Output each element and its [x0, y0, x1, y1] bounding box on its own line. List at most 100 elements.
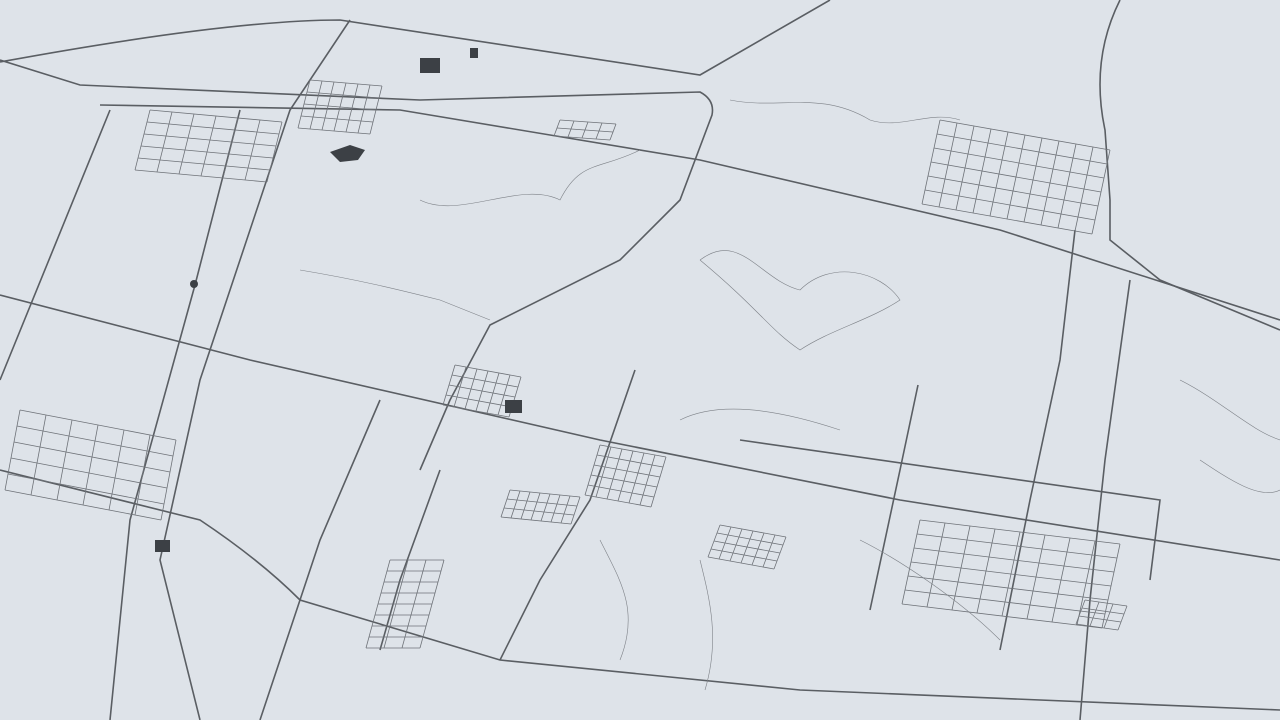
street [559, 119, 617, 125]
street [924, 189, 1096, 221]
street [445, 394, 513, 408]
street [530, 492, 541, 521]
street [1103, 603, 1114, 629]
road [0, 59, 714, 471]
street [628, 452, 645, 504]
road [0, 469, 1280, 711]
street [939, 119, 1111, 151]
street [570, 496, 581, 525]
street [933, 147, 1105, 179]
street [303, 103, 377, 111]
street [134, 169, 268, 183]
road [999, 229, 1076, 651]
street [448, 384, 516, 398]
street [82, 424, 99, 506]
street [919, 519, 1121, 545]
road [259, 399, 381, 720]
street [4, 489, 162, 521]
street [520, 491, 531, 520]
street [595, 446, 612, 498]
street [451, 374, 519, 388]
street [590, 474, 658, 488]
street [599, 444, 667, 458]
street [716, 532, 784, 546]
street [584, 494, 652, 508]
street [10, 457, 168, 489]
trails [299, 99, 1280, 691]
street [927, 175, 1099, 207]
road [0, 109, 111, 381]
street [134, 109, 151, 171]
street [921, 203, 1093, 235]
street [244, 119, 261, 181]
street [556, 127, 614, 133]
street [713, 540, 781, 554]
trail [1179, 379, 1280, 493]
trail [679, 408, 1001, 641]
street [710, 548, 778, 562]
street [143, 133, 277, 147]
building [505, 400, 522, 413]
street [7, 473, 165, 505]
street [930, 161, 1102, 193]
street [178, 113, 195, 175]
street [1117, 605, 1128, 631]
street [936, 133, 1108, 165]
street [149, 109, 283, 123]
street [1081, 607, 1125, 615]
street [540, 493, 551, 522]
buildings [155, 48, 522, 552]
trail [419, 149, 641, 207]
trail [299, 269, 491, 321]
street [134, 434, 151, 516]
road [0, 294, 1280, 561]
road [0, 0, 831, 76]
street [500, 489, 511, 518]
street [593, 464, 661, 478]
street [297, 127, 371, 135]
trail [729, 99, 961, 124]
street [500, 516, 572, 525]
road [1099, 0, 1280, 331]
street [1075, 623, 1119, 631]
street [146, 121, 280, 135]
street [442, 404, 510, 418]
street [509, 489, 581, 498]
street [454, 364, 522, 378]
street [306, 91, 380, 99]
street [160, 439, 177, 521]
street [510, 490, 521, 519]
street [300, 115, 374, 123]
street [56, 419, 73, 501]
street [650, 456, 667, 508]
street [19, 409, 177, 441]
trail [699, 250, 901, 351]
road [1079, 279, 1131, 720]
street [108, 429, 125, 511]
roundabout [190, 280, 198, 288]
building [155, 540, 170, 552]
street [309, 79, 383, 87]
street [916, 533, 1118, 559]
road [739, 439, 1161, 581]
street [506, 498, 578, 507]
building [420, 58, 440, 73]
street [587, 484, 655, 498]
street [584, 444, 601, 496]
road [379, 469, 441, 651]
street [137, 157, 271, 171]
street [617, 450, 634, 502]
street [707, 556, 775, 570]
street [596, 454, 664, 468]
road [159, 19, 351, 720]
street [910, 561, 1112, 587]
street [550, 494, 561, 523]
street [1089, 601, 1100, 627]
road [99, 104, 1280, 321]
street [1084, 599, 1128, 607]
lake [330, 145, 365, 162]
street [901, 603, 1103, 629]
road [499, 369, 636, 661]
